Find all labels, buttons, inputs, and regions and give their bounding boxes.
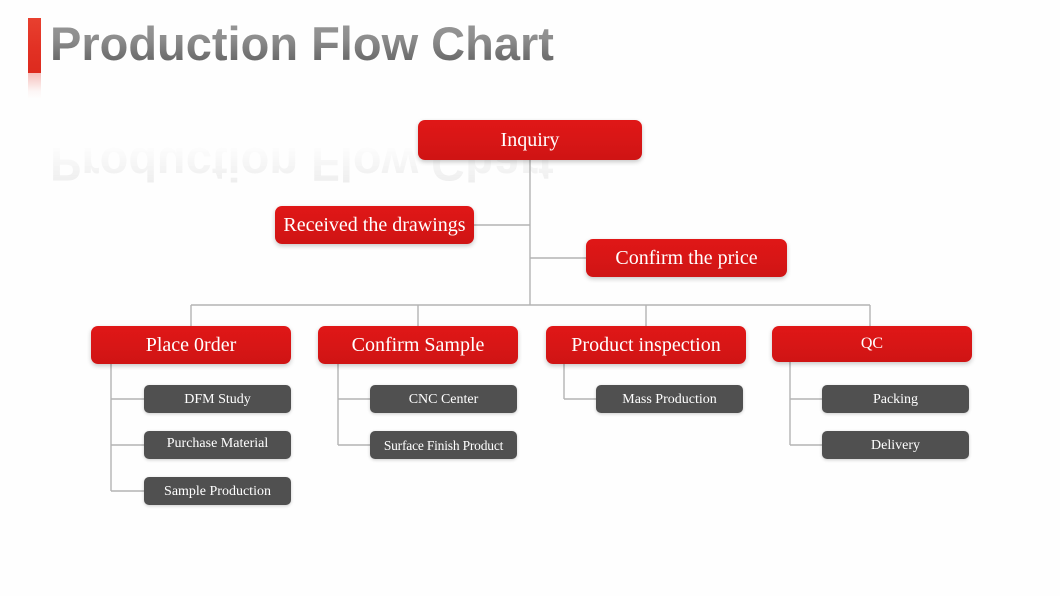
node-confirm-the-price-label: Confirm the price: [615, 247, 758, 269]
node-received-the-drawings[interactable]: Received the drawings: [275, 206, 474, 244]
node-confirm-sample[interactable]: Confirm Sample: [318, 326, 518, 364]
node-place-order-label: Place 0rder: [145, 334, 237, 356]
node-qc-label: QC: [860, 335, 884, 352]
node-surface-finish-product-label: Surface Finish Product: [383, 437, 504, 453]
title-accent-bar: [28, 18, 41, 73]
title-accent-bar-reflection: [28, 73, 41, 99]
node-place-order[interactable]: Place 0rder: [91, 326, 291, 364]
node-inquiry-label: Inquiry: [500, 129, 560, 151]
node-received-the-drawings-label: Received the drawings: [283, 214, 466, 236]
node-dfm-study[interactable]: DFM Study: [144, 385, 291, 413]
node-sample-production-label: Sample Production: [164, 483, 271, 499]
node-inquiry[interactable]: Inquiry: [418, 120, 642, 160]
node-surface-finish-product[interactable]: Surface Finish Product: [370, 431, 517, 459]
node-packing-label: Packing: [872, 391, 919, 407]
node-delivery[interactable]: Delivery: [822, 431, 969, 459]
title-area: Production Flow Chart Production Flow Ch…: [0, 0, 1060, 191]
node-mass-production-label: Mass Production: [622, 391, 717, 407]
node-confirm-the-price[interactable]: Confirm the price: [586, 239, 787, 277]
node-dfm-study-label: DFM Study: [184, 391, 251, 407]
node-product-inspection-label: Product inspection: [571, 334, 721, 356]
node-packing[interactable]: Packing: [822, 385, 969, 413]
page-title: Production Flow Chart: [50, 14, 554, 74]
node-cnc-center[interactable]: CNC Center: [370, 385, 517, 413]
node-confirm-sample-label: Confirm Sample: [351, 334, 485, 356]
node-sample-production[interactable]: Sample Production: [144, 477, 291, 505]
node-product-inspection[interactable]: Product inspection: [546, 326, 746, 364]
node-purchase-material-label: Purchase Material: [166, 436, 269, 451]
node-delivery-label: Delivery: [871, 437, 920, 453]
node-mass-production[interactable]: Mass Production: [596, 385, 743, 413]
node-cnc-center-label: CNC Center: [408, 391, 479, 407]
node-purchase-material[interactable]: Purchase Material: [144, 431, 291, 459]
node-qc[interactable]: QC: [772, 326, 972, 362]
